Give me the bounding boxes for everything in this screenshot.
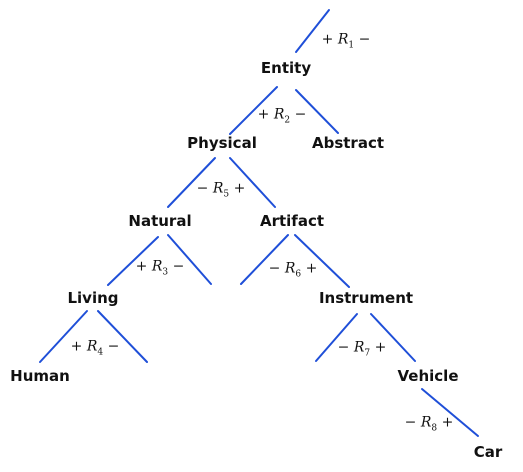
edge-root-entity-left — [295, 9, 330, 53]
edge-physical-natural — [167, 157, 216, 208]
relation-label-r6: − R6 + — [268, 260, 318, 280]
relation-label-r5: − R5 + — [196, 180, 246, 200]
node-physical: Physical — [187, 134, 257, 152]
node-artifact: Artifact — [259, 212, 325, 230]
node-vehicle: Vehicle — [397, 367, 459, 385]
edge-natural-right — [167, 234, 212, 285]
edge-vehicle-car — [421, 388, 479, 437]
node-entity: Entity — [260, 59, 312, 77]
edge-instrument-left — [315, 313, 358, 362]
node-natural: Natural — [128, 212, 192, 230]
edge-instrument-vehicle — [370, 313, 416, 362]
relation-label-r4: + R4 − — [70, 338, 120, 358]
edge-natural-living — [107, 236, 159, 286]
node-human: Human — [10, 367, 70, 385]
relation-label-r8: − R8 + — [404, 414, 454, 434]
node-abstract: Abstract — [311, 134, 385, 152]
relation-label-r3: + R3 − — [135, 258, 185, 278]
edge-living-human — [39, 310, 88, 363]
edge-physical-artifact — [229, 157, 276, 208]
edge-artifact-instrument — [294, 234, 350, 288]
edge-living-right — [97, 310, 148, 363]
edge-artifact-left — [240, 234, 289, 285]
node-living: Living — [67, 289, 119, 307]
edge-entity-physical — [229, 86, 278, 135]
edge-entity-abstract — [295, 89, 339, 134]
node-car: Car — [473, 443, 503, 461]
node-instrument: Instrument — [318, 289, 414, 307]
relation-label-r7: − R7 + — [337, 339, 387, 359]
relation-label-r1: + R1 − — [321, 31, 371, 51]
relation-label-r2: + R2 − — [257, 106, 307, 126]
